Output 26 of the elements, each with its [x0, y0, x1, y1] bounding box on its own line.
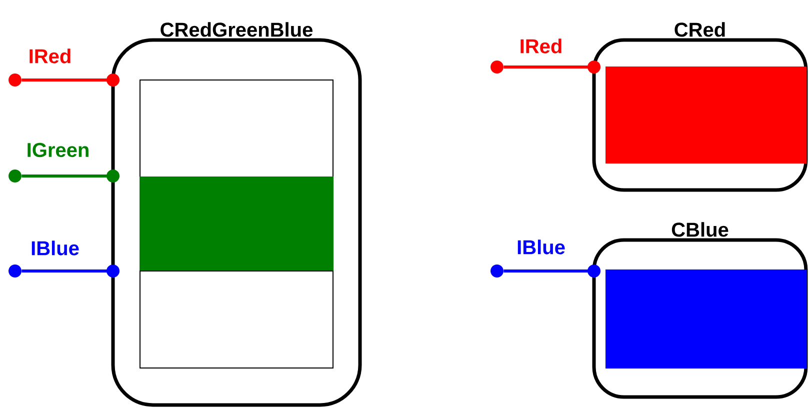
node-label: CRed: [674, 22, 725, 37]
inner-rectangle: [606, 270, 806, 368]
edge-label: IGreen: [25, 142, 91, 158]
port-dot: [490, 60, 504, 74]
inner-rectangle: [140, 270, 334, 368]
port-dot: [8, 74, 22, 86]
inner-rectangle: [606, 66, 806, 164]
node-label: CBlue: [672, 222, 728, 237]
interface-connector: [504, 264, 600, 278]
edge-label: IBlue: [516, 238, 566, 256]
component-box: CRed: [592, 22, 808, 192]
interface-connector: [22, 170, 120, 182]
edge-label: IRed: [27, 48, 73, 64]
port-dot: [8, 264, 22, 278]
edge-label: IBlue: [30, 240, 80, 256]
inner-rectangle: [140, 80, 334, 178]
interface-connector: [22, 264, 120, 278]
interface-connector: [22, 74, 120, 86]
interface-connector: [504, 60, 600, 74]
component-box: CRedGreenBlue: [111, 22, 362, 407]
edge-label: IRed: [518, 38, 564, 54]
port-dot: [8, 170, 22, 182]
node-label: CRedGreenBlue: [160, 22, 313, 37]
inner-rectangle: [140, 176, 334, 272]
port-dot: [490, 264, 504, 278]
component-box: CBlue: [592, 222, 808, 399]
